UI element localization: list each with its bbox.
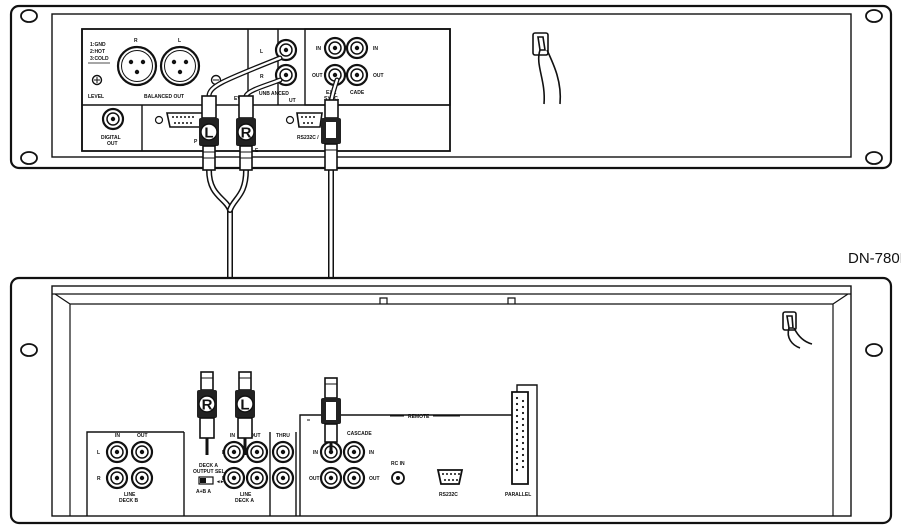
deck-b-out-label: OUT: [137, 433, 148, 439]
deck-a-in-label: IN: [230, 433, 235, 439]
thru-l-jack[interactable]: [271, 440, 295, 464]
deck-b-out-l-jack[interactable]: [130, 440, 154, 464]
cascade-in-jack[interactable]: [323, 36, 347, 60]
cascade-out-left-label: OUT: [312, 73, 323, 79]
balanced-out-label: BALANCED OUT: [144, 94, 184, 100]
rs232c-label: RS232C: [439, 492, 458, 498]
plug-bottom-left-icon: R: [197, 371, 217, 455]
cascade-out-left-label: OUT: [309, 476, 320, 482]
deck-a-in-l-jack[interactable]: [222, 440, 246, 464]
rs232c-connector-icon[interactable]: [436, 469, 464, 485]
parallel-connector-icon[interactable]: [511, 391, 529, 485]
svg-text:1:GND: 1:GND: [90, 42, 106, 48]
deck-a-label-2: DECK A: [235, 498, 254, 504]
model-label: DN-780R: [848, 250, 901, 267]
rs232c-connector-icon: [285, 112, 323, 128]
plug-sync-top-icon: [321, 99, 341, 171]
output-sel-switch[interactable]: [198, 476, 214, 485]
digital-out-label-2: OUT: [107, 141, 118, 147]
xlr-left-label: L: [178, 38, 181, 44]
unbalanced-out-label: UT: [289, 98, 296, 104]
plug-bottom-right-icon: L: [235, 371, 255, 455]
svg-text:◂ ▸: ◂ ▸: [216, 479, 224, 485]
output-sel-options: A+B A: [196, 489, 211, 495]
output-sel-label: DECK A: [199, 463, 218, 469]
handle-icon: [782, 311, 813, 349]
cascade-out2-jack[interactable]: [342, 466, 366, 490]
svg-text:R: R: [202, 397, 213, 414]
deck-b-in-l-jack[interactable]: [105, 440, 129, 464]
level-label: LEVEL: [88, 94, 104, 100]
deck-b-in-r-jack[interactable]: [105, 466, 129, 490]
rack-hole-icon: [20, 343, 38, 357]
deck-b-label-2: DECK B: [119, 498, 139, 504]
rack-hole-icon: [20, 151, 38, 165]
rc-in-label: RC IN: [391, 461, 405, 467]
parallel-label: P: [194, 139, 198, 145]
output-sel-label-2: OUTPUT SEL.: [193, 469, 227, 475]
cascade-label: CADE: [350, 90, 365, 96]
svg-text:R: R: [241, 125, 252, 142]
cascade-in-left-label: IN: [316, 46, 321, 52]
cascade-out-right-label: OUT: [373, 73, 384, 79]
cascade-out-right-label: OUT: [369, 476, 380, 482]
cascade-in2-jack[interactable]: [342, 440, 366, 464]
cascade-in-left-label: IN: [313, 450, 318, 456]
rca-left-label: L: [260, 49, 263, 55]
parallel-label: PARALLEL: [505, 492, 531, 498]
deck-a-label: LINE: [240, 492, 252, 498]
svg-text:L: L: [240, 397, 249, 414]
thru-label: THRU: [276, 433, 290, 439]
rc-in-jack[interactable]: [391, 471, 405, 485]
xlr-left-jack[interactable]: [159, 45, 201, 87]
xlr-right-label: R: [134, 38, 138, 44]
plug-top-right-icon: R: [236, 95, 256, 171]
cascade-out-jack[interactable]: [319, 466, 343, 490]
remote-label: REMOTE: [408, 414, 430, 420]
top-unit: 1:GND 2:HOT 3:COLD R L LEVEL BALANCED OU…: [9, 4, 893, 170]
deck-b-in-label: IN: [115, 433, 120, 439]
svg-text:3:COLD: 3:COLD: [90, 56, 109, 62]
deck-b-out-r-jack[interactable]: [130, 466, 154, 490]
cascade-out-jack[interactable]: [345, 63, 369, 87]
remote-label: E: [255, 148, 259, 154]
rack-hole-icon: [865, 343, 883, 357]
deck-a-out-label: OUT: [250, 433, 261, 439]
cascade-label: CASCADE: [347, 431, 372, 437]
svg-text:L: L: [204, 125, 213, 142]
bottom-unit: IN OUT L R LINE DECK B DECK A OUTPUT SEL…: [9, 276, 893, 525]
deck-b-l-label: L: [97, 450, 100, 456]
rack-hole-icon: [865, 151, 883, 165]
level-knob-icon[interactable]: [91, 74, 103, 86]
digital-out-jack[interactable]: [101, 107, 125, 131]
svg-text:2:HOT: 2:HOT: [90, 49, 105, 55]
cascade-in-right-label: IN: [373, 46, 378, 52]
deck-b-label: LINE: [124, 492, 136, 498]
pin-legend: 1:GND 2:HOT 3:COLD: [88, 42, 110, 64]
deck-b-r-label: R: [97, 476, 101, 482]
rack-hole-icon: [865, 9, 883, 23]
cascade-in-right-label: IN: [369, 450, 374, 456]
plug-top-left-icon: L: [199, 95, 219, 171]
unbalanced-label: UNB ANCED: [259, 91, 289, 97]
plug-sync-bottom-icon: [321, 377, 341, 452]
thru-r-jack[interactable]: [271, 466, 295, 490]
deck-a-out-r-jack[interactable]: [245, 466, 269, 490]
rca-right-label: R: [260, 74, 264, 80]
xlr-right-jack[interactable]: [116, 45, 158, 87]
handle-icon: [532, 32, 562, 105]
cascade-in2-jack[interactable]: [345, 36, 369, 60]
rs232c-label: RS232C /: [297, 135, 319, 141]
rack-hole-icon: [20, 9, 38, 23]
digital-out-label: DIGITAL: [101, 135, 121, 141]
deck-a-out-l-jack[interactable]: [245, 440, 269, 464]
deck-a-in-r-jack[interactable]: [222, 466, 246, 490]
